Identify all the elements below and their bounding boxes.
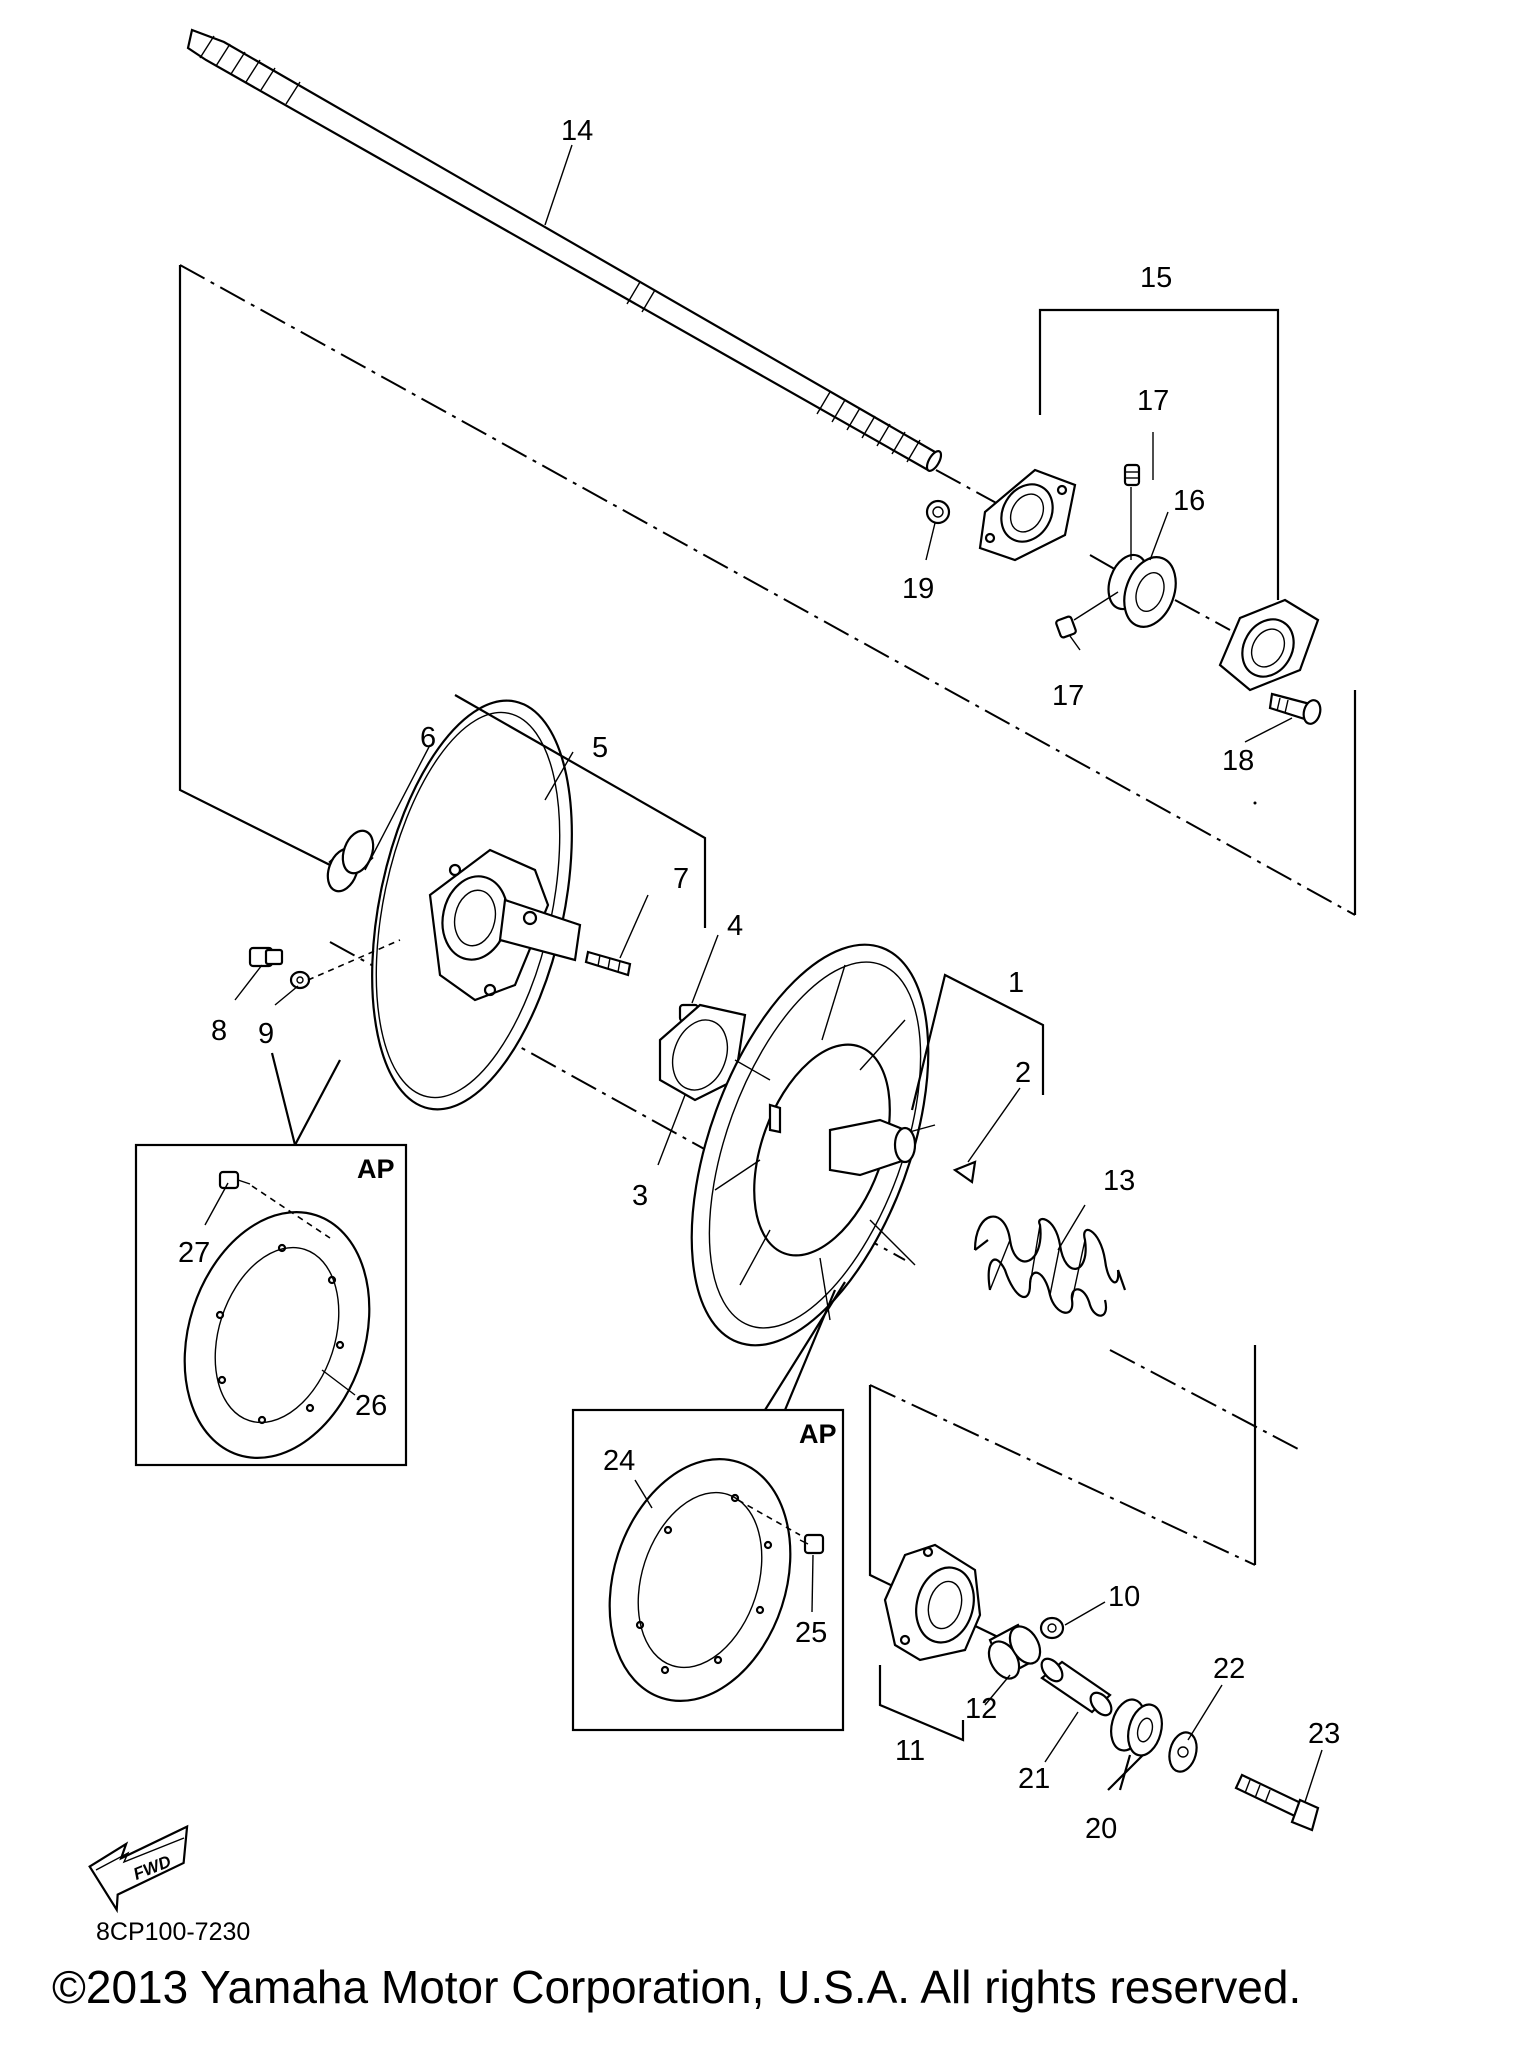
spacers-20 — [1110, 1698, 1163, 1757]
part-label-14: 14 — [561, 115, 593, 147]
fixed-sheave — [371, 699, 582, 1111]
part-label-10: 10 — [1108, 1581, 1140, 1613]
ap-label-right: AP — [799, 1419, 837, 1449]
bearing-housing-left — [978, 468, 1077, 562]
stud-7 — [584, 950, 632, 977]
part-label-20: 20 — [1085, 1813, 1117, 1845]
part-label-24: 24 — [603, 1445, 635, 1477]
part-label-22: 22 — [1213, 1653, 1245, 1685]
washer-22 — [1168, 1731, 1198, 1773]
ap-inset-box-left: AP — [134, 1052, 408, 1467]
part-label-3: 3 — [632, 1180, 648, 1212]
diagram-code: 8CP100-7230 — [96, 1918, 251, 1946]
bearing — [1107, 553, 1177, 628]
ap-inset-box-right: AP — [571, 1281, 846, 1732]
part-label-12: 12 — [965, 1693, 997, 1725]
part-label-13: 13 — [1103, 1165, 1135, 1197]
slider-2 — [952, 1160, 977, 1184]
bolt-23 — [1234, 1773, 1320, 1832]
leader-lines — [204, 144, 1323, 1803]
copyright-notice: ©2013 Yamaha Motor Corporation, U.S.A. A… — [52, 1961, 1302, 2013]
bolt-8-washer-9 — [248, 939, 401, 990]
axis-lines — [178, 264, 1357, 1656]
part-label-4: 4 — [727, 910, 743, 942]
part-label-8: 8 — [211, 1015, 227, 1047]
part-label-25: 25 — [795, 1617, 827, 1649]
bushing-12 — [987, 1623, 1042, 1680]
fwd-arrow-icon: FWD — [88, 1824, 189, 1914]
part-label-26: 26 — [355, 1390, 387, 1422]
part-label-11: 11 — [895, 1735, 925, 1767]
part-label-19: 19 — [902, 573, 934, 605]
nut-10 — [1039, 1616, 1065, 1640]
part-label-17-top: 17 — [1137, 385, 1169, 417]
part-label-18: 18 — [1222, 745, 1254, 777]
movable-sheave — [690, 943, 936, 1347]
part-label-16: 16 — [1173, 485, 1205, 517]
part-label-27: 27 — [178, 1237, 210, 1269]
stray-dot — [1253, 801, 1257, 805]
spring-13 — [973, 1215, 1127, 1317]
ap-label-left: AP — [357, 1154, 395, 1184]
collar-21 — [1040, 1657, 1113, 1717]
flange-nut-19 — [925, 499, 951, 525]
part-label-17-bottom: 17 — [1052, 680, 1084, 712]
set-screws — [1055, 463, 1141, 639]
spring-seat-11 — [883, 1543, 982, 1662]
part-labels: 1 2 3 4 5 6 7 8 9 10 11 12 13 14 15 16 1… — [178, 115, 1340, 1845]
bolt-18 — [1268, 692, 1322, 725]
part-label-15: 15 — [1140, 262, 1172, 294]
part-label-7: 7 — [673, 863, 689, 895]
part-label-21: 21 — [1018, 1763, 1050, 1795]
part-label-1: 1 — [1008, 967, 1024, 999]
part-label-6: 6 — [420, 722, 436, 754]
part-label-2: 2 — [1015, 1057, 1031, 1089]
bearing-housing-right — [1218, 598, 1320, 692]
part-label-5: 5 — [592, 732, 608, 764]
part-label-23: 23 — [1308, 1718, 1340, 1750]
drive-axle — [186, 28, 943, 472]
part-label-9: 9 — [258, 1018, 274, 1050]
